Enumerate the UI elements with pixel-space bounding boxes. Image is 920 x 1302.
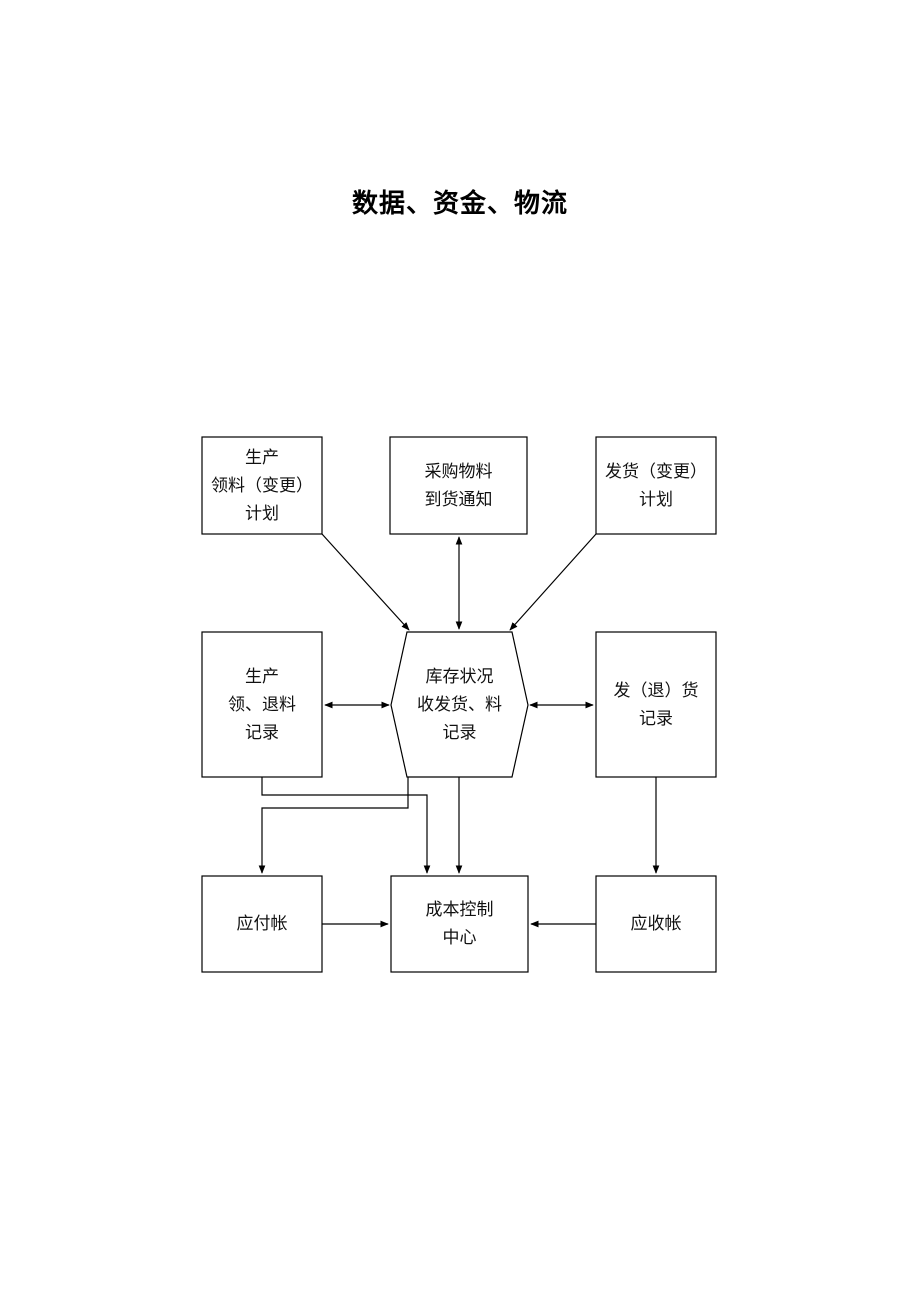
inventory-status-label: 库存状况 收发货、料 记录	[417, 666, 502, 743]
purchase-notice-label: 采购物料 到货通知	[424, 461, 493, 510]
shipping-record-label: 发（退）货 记录	[613, 680, 699, 729]
arrow-inventory-to-payable	[258, 777, 409, 874]
accounts-payable-label: 应付帐	[236, 914, 288, 934]
arrow-shipping-plan-to-inventory	[509, 533, 597, 631]
page-title: 数据、资金、物流	[351, 189, 568, 219]
shipping-plan-label: 发货（变更） 计划	[605, 461, 707, 510]
purchase-notice-box	[389, 436, 528, 535]
production-plan-label: 生产 领料（变更） 计划	[211, 447, 313, 524]
inventory-status-hexagon	[390, 631, 529, 778]
accounts-receivable-label: 应收帐	[630, 914, 682, 934]
cost-control-center-label: 成本控制 中心	[425, 900, 494, 948]
shipping-plan-box	[595, 436, 717, 535]
arrow-production-record-to-cost-center	[261, 777, 431, 874]
production-record-label: 生产 领、退料 记录	[228, 666, 296, 743]
production-plan-box	[201, 436, 323, 535]
arrow-production-plan-to-inventory	[321, 533, 410, 631]
cost-control-center-box	[390, 875, 529, 973]
